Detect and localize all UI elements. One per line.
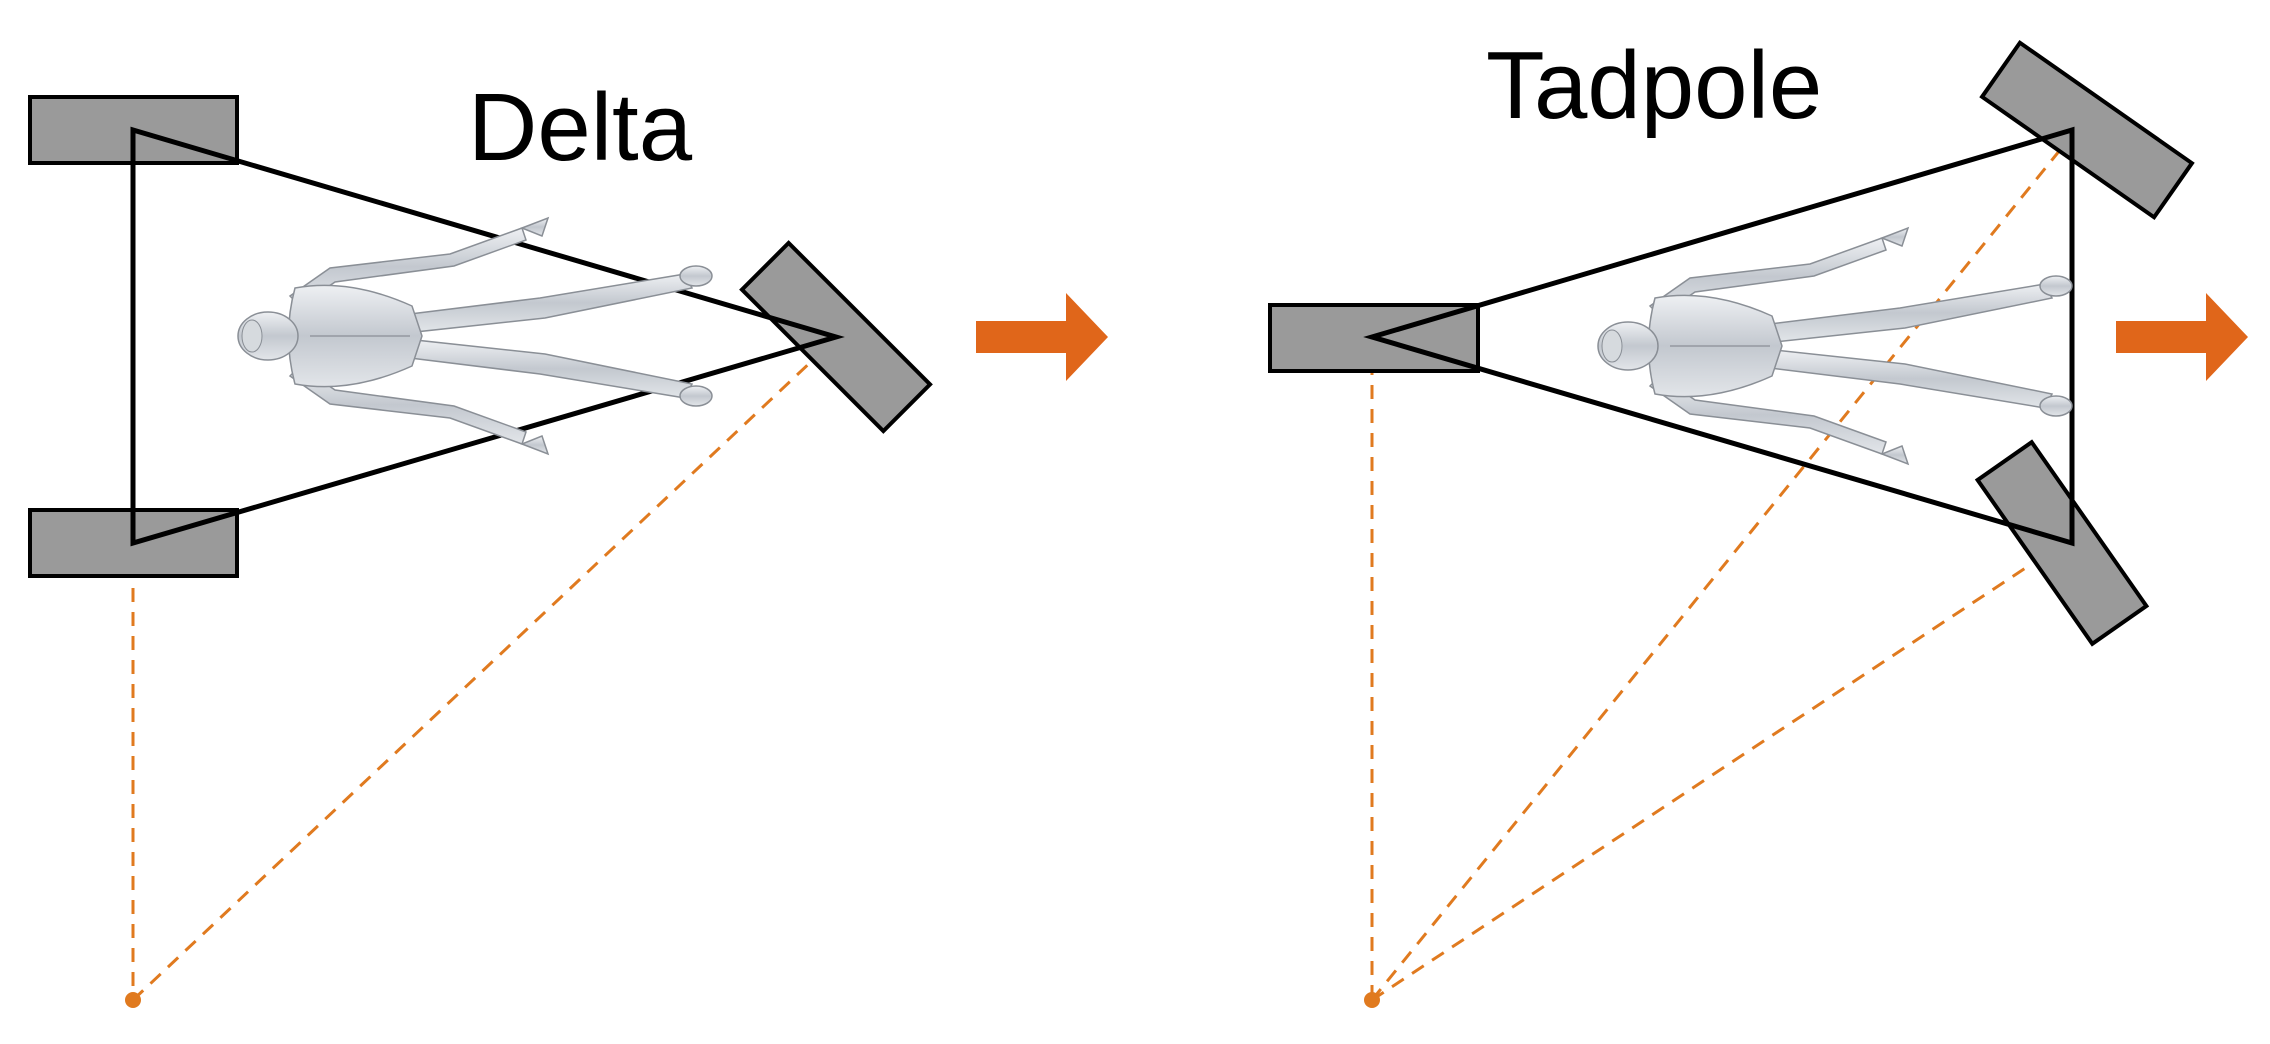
- tadpole-front-left-wheel: [1979, 39, 2195, 221]
- delta-diagram: Delta: [28, 74, 1108, 1008]
- delta-direction-arrow-icon: [976, 293, 1108, 381]
- delta-rider-figure: [237, 217, 713, 455]
- delta-frame: [130, 126, 845, 547]
- tadpole-direction-arrow-icon: [2116, 293, 2248, 381]
- tadpole-diagram: Tadpole: [1268, 32, 2248, 1008]
- tadpole-title: Tadpole: [1486, 32, 1822, 139]
- delta-front-wheel-line: [131, 356, 817, 1002]
- delta-title: Delta: [468, 74, 693, 181]
- tadpole-frame: [1363, 126, 2075, 547]
- tadpole-front-right-wheel: [1974, 439, 2150, 647]
- tadpole-turn-center-dot: [1364, 992, 1380, 1008]
- tadpole-front-right-line: [1371, 563, 2031, 1002]
- tadpole-turning-lines: [1370, 149, 2062, 1002]
- delta-turn-center-dot: [125, 992, 141, 1008]
- delta-turning-lines: [131, 356, 817, 1002]
- tadpole-rider-figure: [1597, 227, 2073, 465]
